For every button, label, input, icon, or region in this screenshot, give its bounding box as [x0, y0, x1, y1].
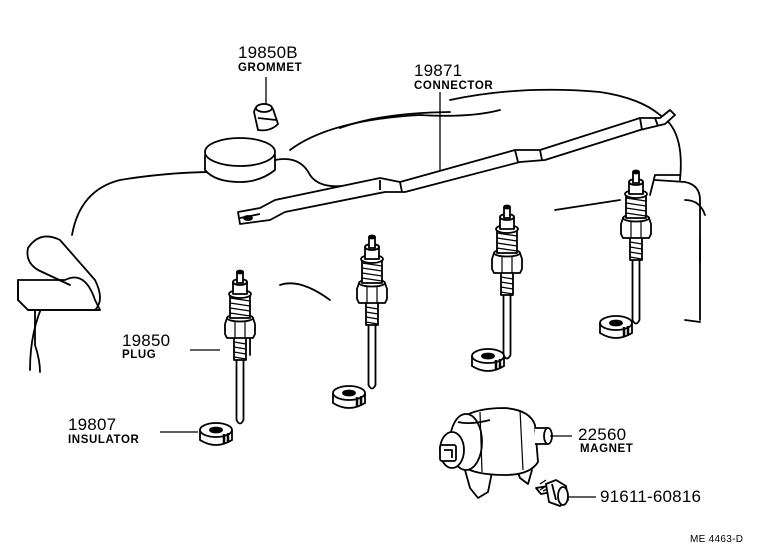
part-number-magnet: 22560: [578, 425, 627, 444]
figure-code: ME 4463-D: [690, 534, 744, 545]
part-name-plug: PLUG: [122, 349, 157, 361]
part-number-plug: 19850: [122, 331, 171, 350]
part-number-connector: 19871: [414, 61, 463, 80]
part-name-connector: CONNECTOR: [414, 80, 494, 92]
part-name-insulator: INSULATOR: [68, 434, 140, 446]
part-number-bolt: 91611-60816: [600, 487, 702, 506]
part-name-grommet: GROMMET: [238, 62, 303, 74]
part-number-insulator: 19807: [68, 415, 117, 434]
part-number-grommet: 19850B: [238, 43, 298, 62]
part-name-magnet: MAGNET: [580, 443, 634, 455]
